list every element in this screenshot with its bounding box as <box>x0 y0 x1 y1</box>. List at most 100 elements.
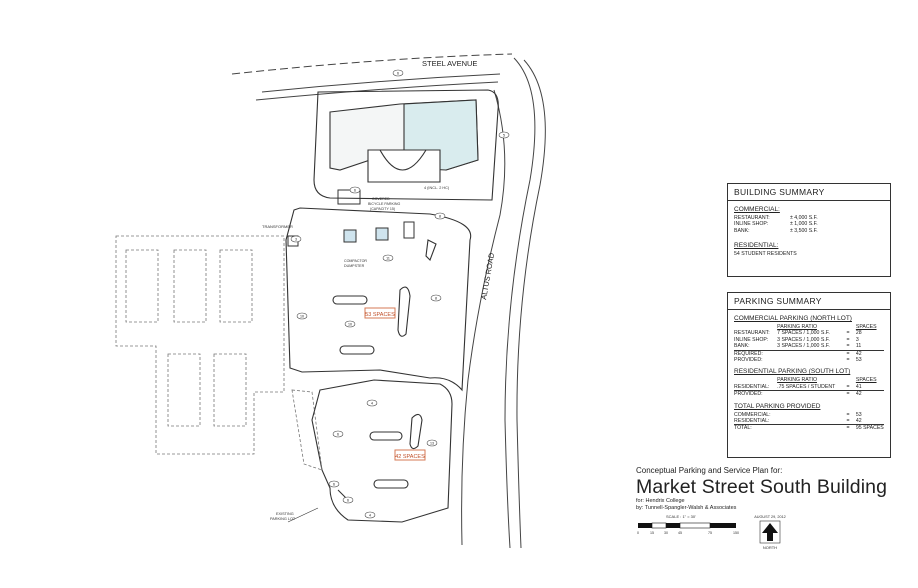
total-eq: = <box>846 411 850 418</box>
north-lot-ratio <box>777 357 846 363</box>
space-count-marker: 3 <box>290 235 302 243</box>
north-lot-eq: = <box>846 336 850 343</box>
north-lot-row: PROVIDED:=53 <box>734 357 884 363</box>
space-count-marker: 6 <box>332 430 344 438</box>
north-lot-title: COMMERCIAL PARKING (NORTH LOT) <box>734 315 852 322</box>
parking-summary-header: PARKING SUMMARY <box>728 293 890 310</box>
total-name: TOTAL: <box>734 425 752 432</box>
north-lot-name: REQUIRED: <box>734 350 763 357</box>
south-lot-ratio <box>777 391 846 397</box>
north-lot-eq: = <box>846 350 850 357</box>
space-count-text: 4 <box>371 401 373 405</box>
scale-label: SCALE : 1" = 30' <box>666 514 696 519</box>
space-count-text: 6 <box>347 498 349 502</box>
space-count-text: 6 <box>337 432 339 436</box>
total-ratio <box>777 418 846 424</box>
space-count-text: 6 <box>354 188 356 192</box>
col-ratio-header: PARKING RATIO <box>777 324 817 330</box>
space-count-text: 4 <box>369 513 371 517</box>
north-lot-row: REQUIRED: = 42 <box>734 351 884 357</box>
south-lot-name: PROVIDED: <box>734 391 763 398</box>
space-count-text: 3 <box>295 237 297 241</box>
building-summary-header: BUILDING SUMMARY <box>728 184 890 201</box>
south-lot-spaces: 42 <box>855 391 862 398</box>
north-lot-row: RESTAURANT: 7 SPACES / 1,000 S.F. = 28 <box>734 330 884 336</box>
south-lot-row: RESIDENTIAL:.75 SPACES / STUDENT=41 <box>734 383 884 392</box>
scale-tick-label: 150 <box>733 531 739 535</box>
scale-tick-label: 45 <box>678 531 682 535</box>
space-count-marker: 6 <box>349 186 361 194</box>
space-count-marker: 6 <box>342 496 354 504</box>
altus-road-label: ALTUS ROAD <box>479 252 496 301</box>
space-count-text: 10 <box>348 322 352 326</box>
space-count-text: 13 <box>430 441 434 445</box>
commercial-item-name: BANK: <box>734 227 750 234</box>
accessible-spaces-label: 4 (INCL. 2 HC) <box>424 186 450 190</box>
north-label: NORTH <box>763 545 777 550</box>
commercial-item-value: ± 4,000 S.F. <box>790 215 818 221</box>
space-count-marker: 11 <box>382 254 394 262</box>
north-lot-spaces: 53 <box>855 357 862 364</box>
commercial-item-row: RESTAURANT: ± 4,000 S.F. <box>734 215 884 221</box>
date-label: AUGUST 29, 2012 <box>754 515 786 519</box>
total-name: RESIDENTIAL: <box>734 418 770 425</box>
north-lot-name: INLINE SHOP: <box>734 336 769 343</box>
commercial-item-row: BANK:± 3,500 S.F. <box>734 228 884 234</box>
south-lot-spaces-label: 42 SPACES <box>395 454 425 460</box>
space-count-text: 6 <box>333 482 335 486</box>
commercial-title: COMMERCIAL: <box>734 206 780 213</box>
north-lot-row: BANK:3 SPACES / 1,000 S.F.=11 <box>734 343 884 351</box>
north-lot-spaces: 28 <box>855 330 862 337</box>
space-count-text: 5 <box>503 133 505 137</box>
total-ratio <box>777 425 846 431</box>
total-eq: = <box>846 418 850 425</box>
scale-tick-label: 0 <box>637 531 639 535</box>
total-name: COMMERCIAL: <box>734 411 771 418</box>
space-count-marker: 5 <box>498 131 510 139</box>
north-lot-ratio: 3 SPACES / 1,000 S.F. <box>777 336 830 343</box>
scale-bar <box>638 522 736 529</box>
title-block: Conceptual Parking and Service Plan for:… <box>636 466 896 512</box>
col-ratio-header-south: PARKING RATIO <box>777 377 817 384</box>
north-lot-name: PROVIDED: <box>734 357 763 364</box>
north-lot-eq: = <box>846 343 850 350</box>
north-lot-spaces-label: 53 SPACES <box>365 312 395 318</box>
south-lot-name: RESIDENTIAL: <box>734 383 770 390</box>
space-count-text: 8 <box>435 296 437 300</box>
north-lot-ratio: 7 SPACES / 1,000 S.F. <box>777 330 830 337</box>
space-count-text: 8 <box>439 214 441 218</box>
commercial-item-row: INLINE SHOP:± 1,000 S.F. <box>734 221 884 227</box>
residential-title: RESIDENTIAL: <box>734 242 779 250</box>
commercial-item-name: RESTAURANT: <box>734 215 770 221</box>
total-spaces: 42 <box>855 418 862 425</box>
plan-title: Market Street South Building <box>636 476 888 498</box>
parking-summary-box: PARKING SUMMARY COMMERCIAL PARKING (NORT… <box>727 292 891 458</box>
space-count-marker: 4 <box>364 511 376 519</box>
north-lot-eq: = <box>846 330 850 337</box>
north-lot-spaces: 42 <box>855 350 862 357</box>
building-summary-box: BUILDING SUMMARY COMMERCIAL: RESTAURANT:… <box>727 183 891 277</box>
north-lot-spaces: 11 <box>855 343 862 350</box>
north-lot-ratio: 3 SPACES / 1,000 S.F. <box>777 343 830 350</box>
space-count-marker: 6 <box>328 480 340 488</box>
north-lot-name: RESTAURANT: <box>734 330 770 337</box>
south-lot-row: PROVIDED:=42 <box>734 391 884 397</box>
commercial-item-name: INLINE SHOP: <box>734 221 769 228</box>
south-lot-spaces: 41 <box>855 383 862 390</box>
space-count-marker: 8 <box>430 294 442 302</box>
south-lot-title: RESIDENTIAL PARKING (SOUTH LOT) <box>734 368 851 376</box>
transformer-label: TRANSFORMER <box>262 224 293 229</box>
north-arrow-icon <box>759 520 781 544</box>
space-count-text: 11 <box>386 256 390 260</box>
residential-text: 54 STUDENT RESIDENTS <box>734 251 797 258</box>
total-title: TOTAL PARKING PROVIDED <box>734 402 821 410</box>
scale-tick-label: 75 <box>708 531 712 535</box>
space-count-text: 6 <box>397 71 399 75</box>
total-eq: = <box>846 425 850 432</box>
client-line: for: Hendrix College <box>636 498 685 504</box>
space-count-marker: 6 <box>392 69 404 77</box>
